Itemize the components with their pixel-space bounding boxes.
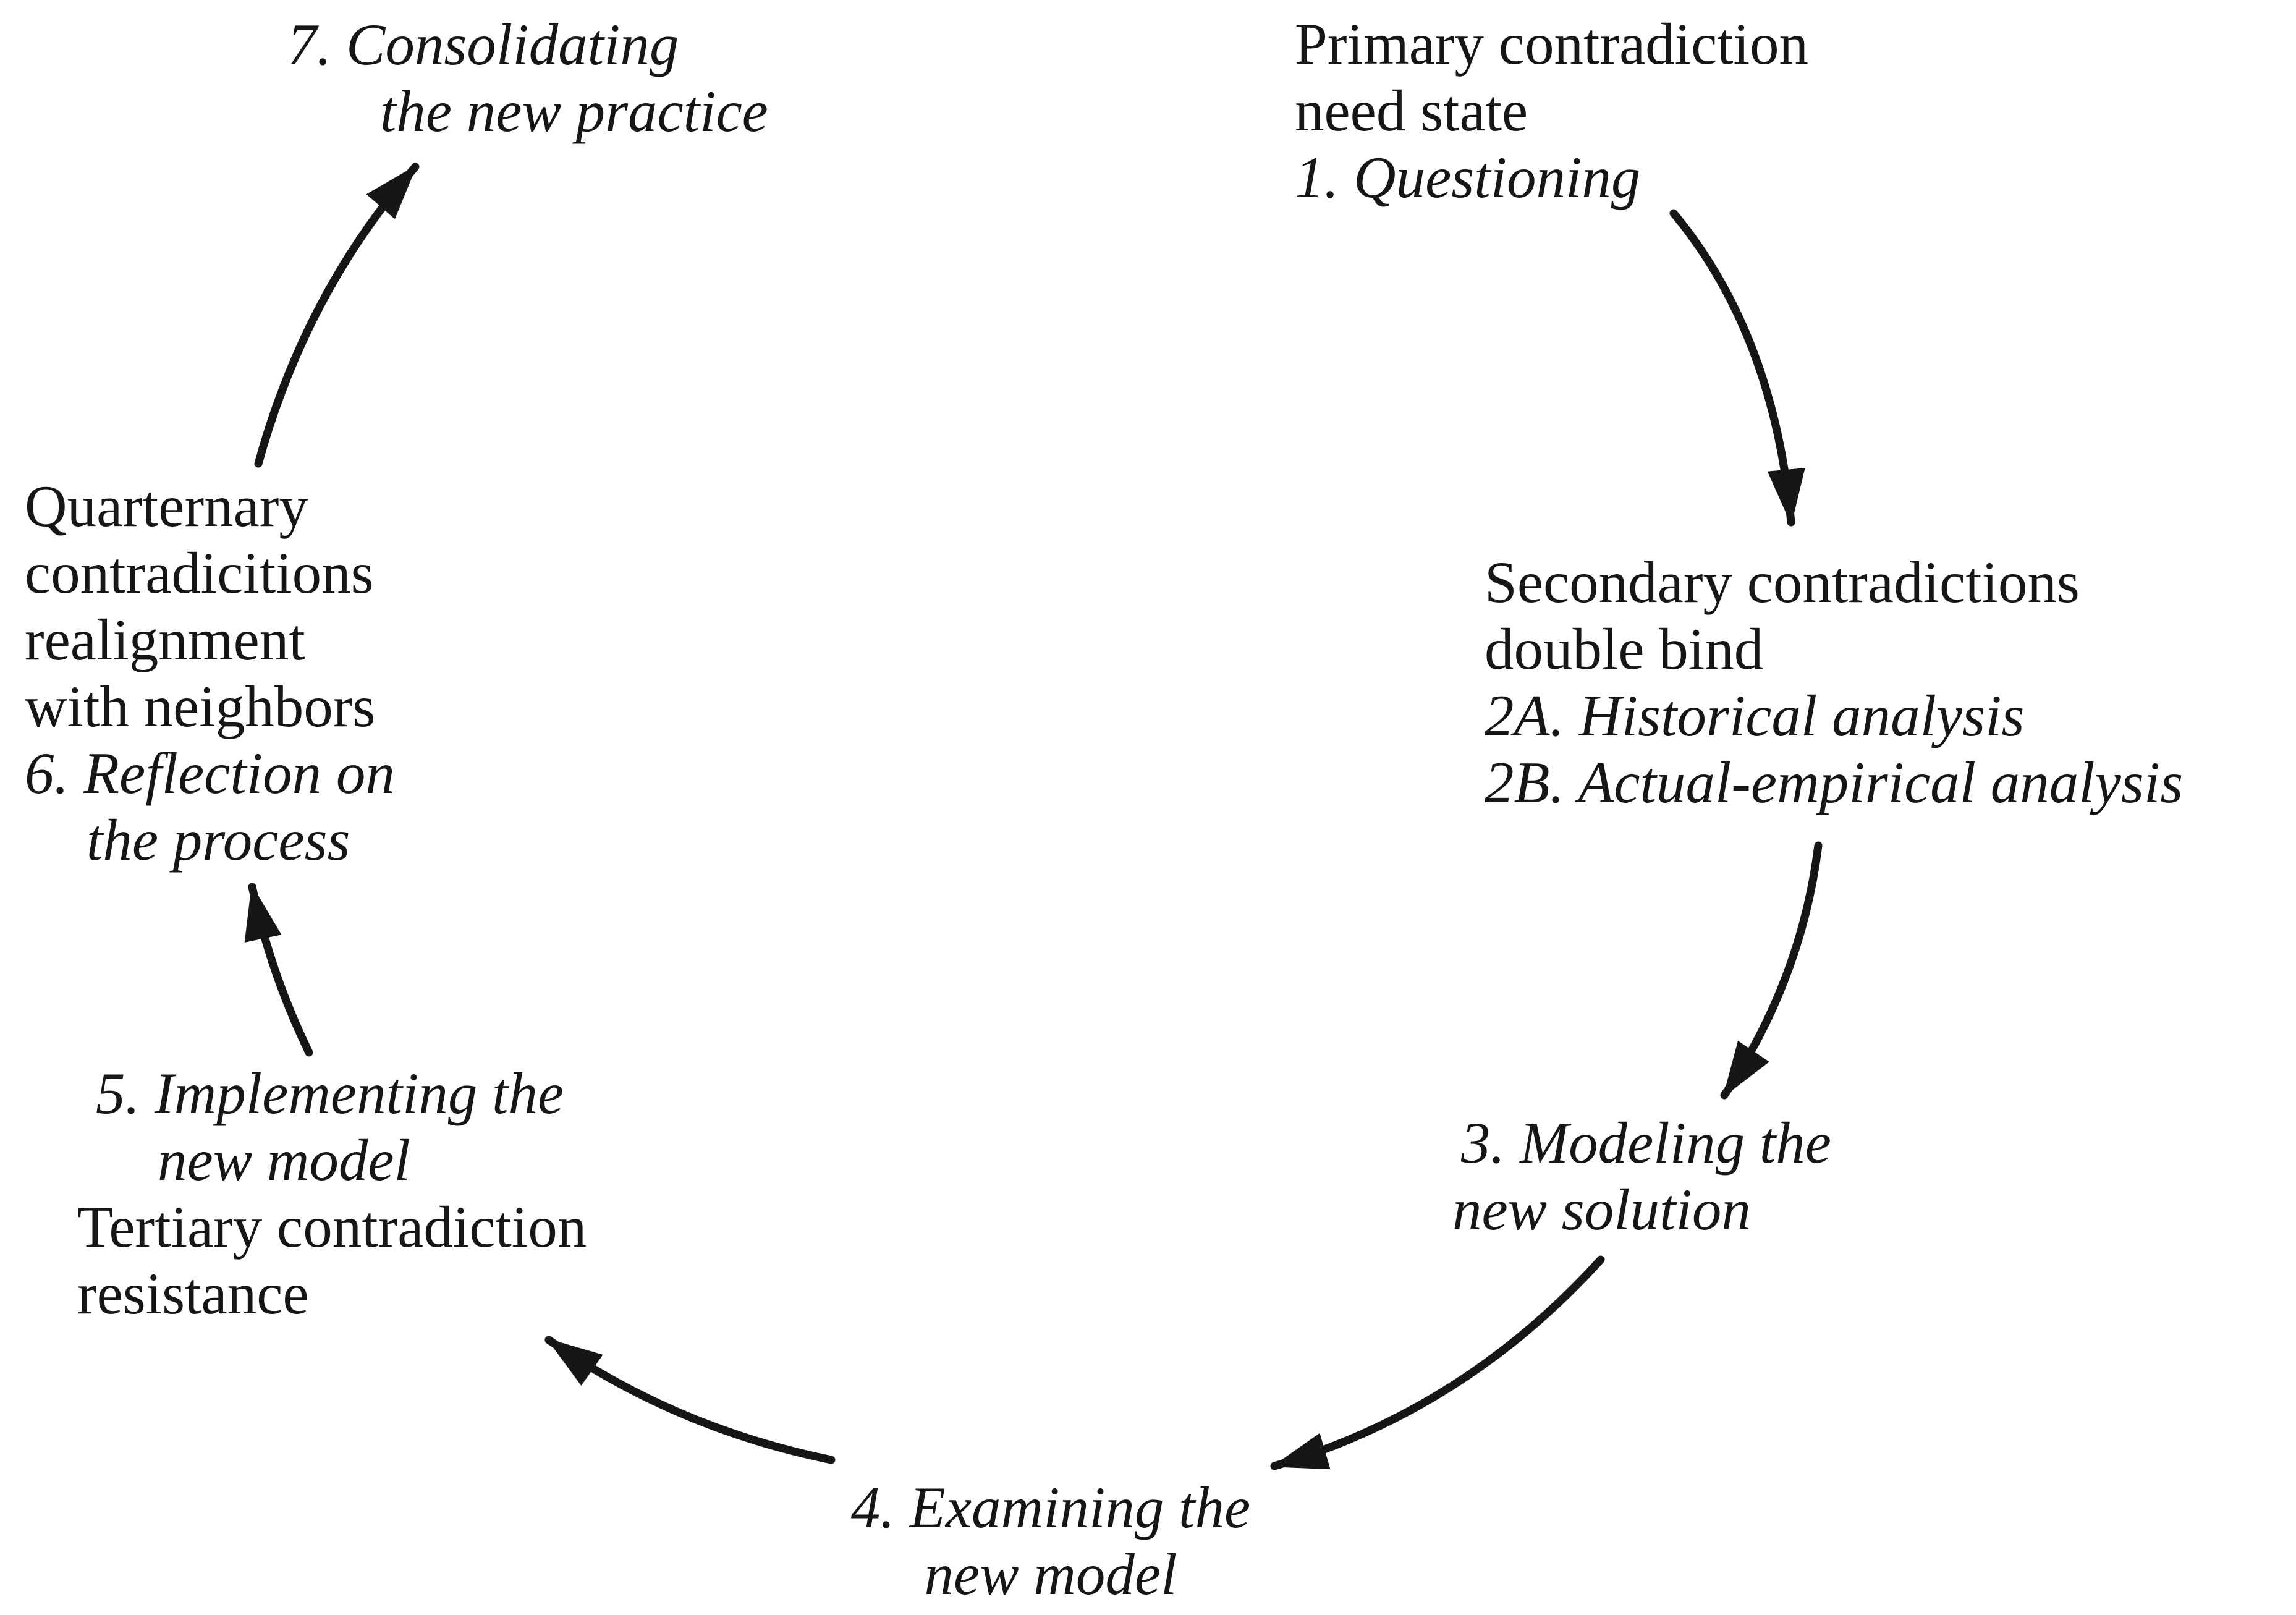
arrow-stage4-to-stage5 xyxy=(544,1336,836,1464)
arrow-stage3-to-stage4 xyxy=(1270,1255,1605,1470)
arrow-stage5-to-stage6 xyxy=(244,883,313,1057)
stage-5-step-line: new model xyxy=(158,1127,410,1193)
stage-5-label-line: Tertiary contradiction xyxy=(77,1194,587,1260)
stage-3-modeling: 3. Modeling the new solution xyxy=(1452,1109,1831,1243)
stage-2-label-line: Secondary contradictions xyxy=(1485,549,2080,615)
stage-7-step-line: the new practice xyxy=(380,78,768,144)
stage-6-step-line: the process xyxy=(87,807,350,873)
stage-6-label-line: with neighbors xyxy=(25,674,376,739)
stage-6-label-line: contradicitions xyxy=(25,540,374,606)
arrow-stage6-to-stage7 xyxy=(254,163,420,468)
arrow-stage2-to-stage3 xyxy=(1720,841,1823,1100)
stage-4-step-line: 4. Examining the xyxy=(850,1475,1251,1540)
stage-6-label-line: realignment xyxy=(25,607,305,672)
arrow-stage1-to-stage2 xyxy=(1669,209,1805,527)
stage-2-step-line: 2A. Historical analysis xyxy=(1485,683,2025,748)
stage-1-step-line: 1. Questioning xyxy=(1295,145,1641,210)
stage-5-step-line: 5. Implementing the xyxy=(96,1061,564,1126)
stage-5-label-line: resistance xyxy=(77,1261,309,1326)
stage-7-step-line: 7. Consolidating xyxy=(287,12,679,77)
stage-2-label-line: double bind xyxy=(1485,616,1764,682)
stage-6-reflection: Quarternary contradicitions realignment … xyxy=(25,473,395,873)
stage-3-step-line: new solution xyxy=(1452,1177,1751,1242)
stage-6-step-line: 6. Reflection on xyxy=(25,740,395,806)
stage-4-examining: 4. Examining the new model xyxy=(791,1474,1310,1608)
stage-1-label-line: need state xyxy=(1295,78,1528,143)
stage-3-step-line: 3. Modeling the xyxy=(1461,1110,1831,1176)
stage-6-label-line: Quarternary xyxy=(25,473,308,539)
stage-2-analysis: Secondary contradictions double bind 2A.… xyxy=(1485,549,2183,816)
stage-1-label-line: Primary contradiction xyxy=(1295,11,1809,77)
stage-4-step-line: new model xyxy=(924,1541,1177,1607)
stage-1-questioning: Primary contradiction need state 1. Ques… xyxy=(1295,11,1808,211)
stage-7-consolidating: 7. Consolidating the new practice xyxy=(287,11,768,145)
stage-5-implementing: 5. Implementing the new model Tertiary c… xyxy=(77,1060,587,1327)
stage-2-step-line: 2B. Actual-empirical analysis xyxy=(1485,750,2184,815)
